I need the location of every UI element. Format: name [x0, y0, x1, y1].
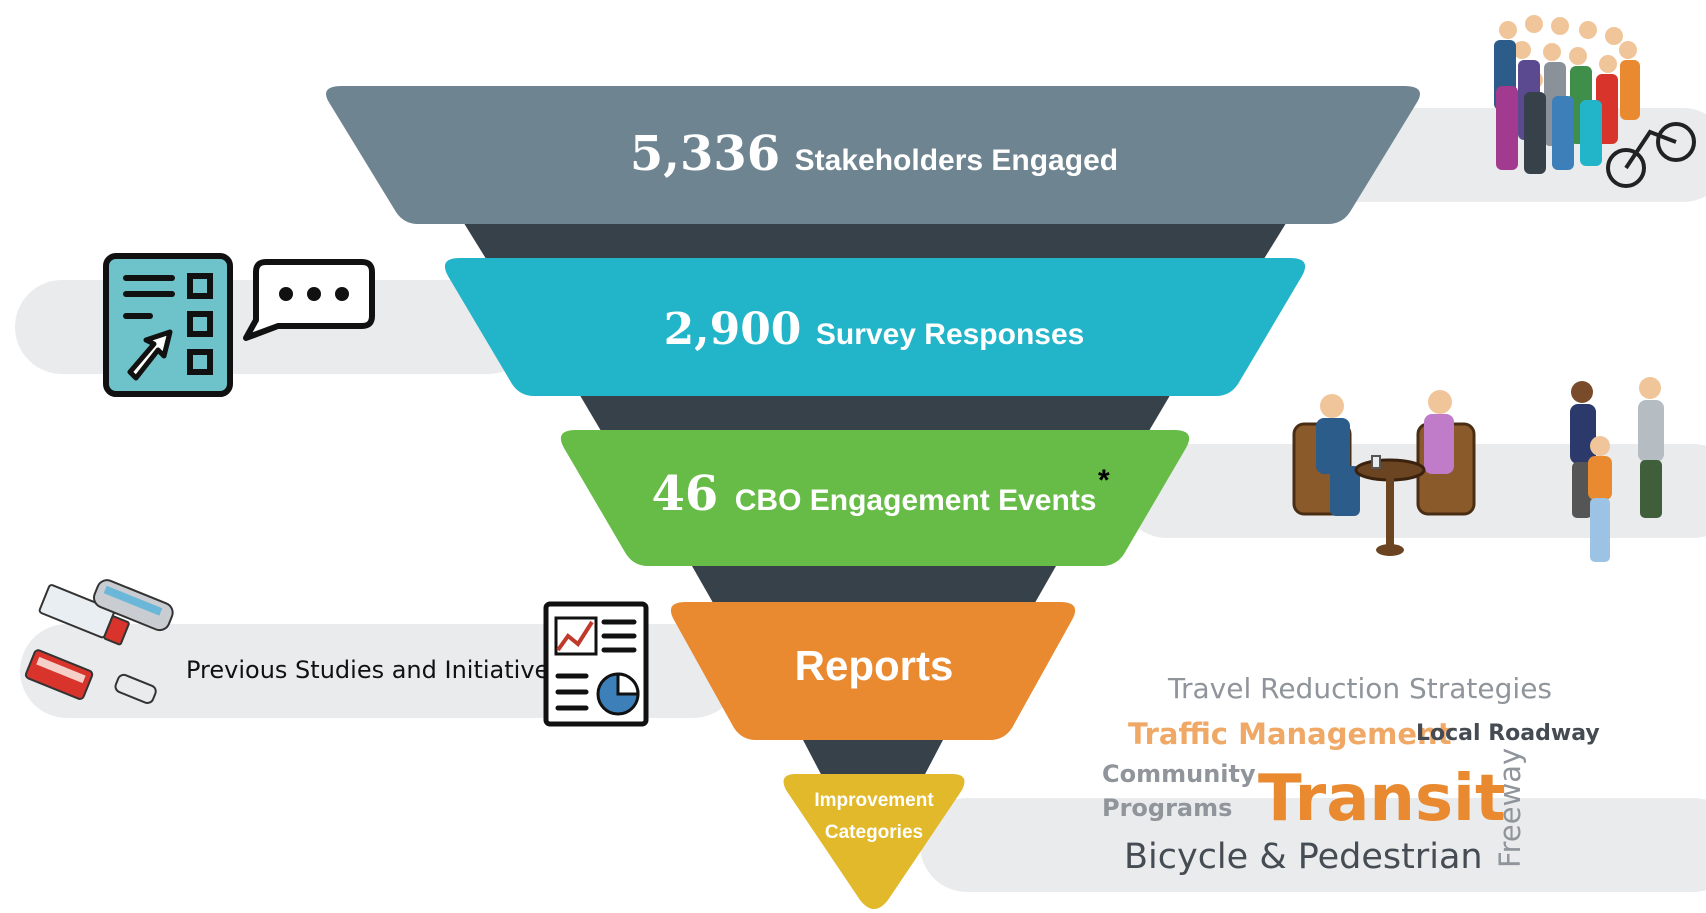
word-traffic-management: Traffic Management — [1128, 717, 1452, 751]
word-travel-reduction: Travel Reduction Strategies — [1167, 672, 1552, 705]
word-bicycle-pedestrian: Bicycle & Pedestrian — [1124, 837, 1483, 877]
level-shape — [444, 258, 1306, 396]
level-shape — [783, 774, 965, 909]
svg-text:46 CBO Engagement Events: 46 CBO Engagement Events — [652, 466, 1097, 522]
band-categories — [920, 798, 1706, 892]
vehicles-icon — [24, 579, 174, 704]
level-number: 2,900 — [664, 304, 802, 355]
level-label: Reports — [795, 642, 954, 689]
svg-text:5,336 Stakeholders Engag: 5,336 Stakeholders Engaged — [630, 126, 1118, 182]
previous-studies-label: Previous Studies and Initiatives — [186, 656, 562, 684]
footnote-asterisk: * — [1098, 464, 1110, 497]
level-shape — [560, 430, 1190, 566]
word-local-roadway: Local Roadway — [1416, 721, 1600, 746]
level-number: 5,336 — [630, 126, 780, 182]
level-label-line2: Categories — [825, 822, 923, 843]
band-cbo — [1120, 444, 1706, 538]
level-label-line1: Improvement — [814, 790, 934, 811]
level-number: 46 — [652, 466, 719, 522]
level-label: CBO Engagement Events — [735, 484, 1097, 517]
funnel-level-categories: Improvement Categories — [783, 774, 965, 909]
level-shape — [670, 602, 1076, 740]
svg-text:2,900 Survey Responses: 2,900 Survey Responses — [664, 304, 1085, 355]
word-community: Community — [1102, 760, 1256, 788]
connector-3 — [692, 566, 1056, 608]
crowd-icon — [1494, 15, 1696, 188]
word-transit: Transit — [1258, 762, 1506, 836]
funnel-connectors — [462, 220, 1288, 780]
chat-bubble-icon — [243, 259, 375, 341]
report-chart-icon — [543, 601, 649, 727]
level-shape — [326, 86, 1420, 224]
standing-people-icon — [1570, 377, 1664, 562]
funnel-level-survey: 2,900 Survey Responses — [444, 258, 1306, 396]
level-label: Stakeholders Engaged — [795, 144, 1118, 177]
meeting-people-icon — [1292, 390, 1476, 556]
funnel-level-cbo: 46 CBO Engagement Events * — [560, 430, 1190, 566]
connector-2 — [578, 392, 1172, 436]
connector-4 — [802, 738, 944, 780]
funnel-level-reports: Reports — [670, 602, 1076, 740]
funnel-level-stakeholders: 5,336 Stakeholders Engaged — [326, 86, 1420, 224]
level-label: Survey Responses — [816, 318, 1084, 351]
word-cloud: Travel Reduction Strategies Traffic Mana… — [1102, 672, 1600, 877]
word-freeway: Freeway — [1493, 748, 1527, 868]
word-programs: Programs — [1102, 794, 1232, 822]
connector-1 — [462, 220, 1288, 262]
survey-checklist-icon — [103, 253, 233, 397]
